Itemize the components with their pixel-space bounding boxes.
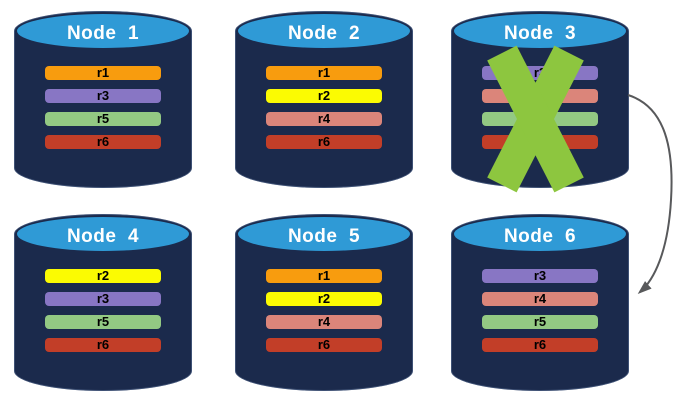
cylinder-top-ellipse — [17, 14, 189, 48]
failure-x-icon — [487, 45, 585, 193]
replica-bar: r2 — [266, 292, 382, 306]
node-title: Node 6 — [503, 226, 577, 247]
replica-bar: r5 — [482, 315, 598, 329]
replica-bar: r1 — [266, 66, 382, 80]
replica-bar: r3 — [45, 292, 161, 306]
replica-list: r3 r4 r5 r6 — [482, 269, 598, 352]
replica-bar: r6 — [45, 338, 161, 352]
node-title: Node 4 — [66, 226, 140, 247]
replica-bar: r5 — [45, 315, 161, 329]
replica-bar: r3 — [45, 89, 161, 103]
node-title: Node 1 — [66, 23, 140, 44]
replica-list: r2 r3 r5 r6 — [45, 269, 161, 352]
replica-bar: r4 — [266, 112, 382, 126]
cylinder-top-ellipse — [454, 217, 626, 251]
cylinder-top-ellipse — [454, 14, 626, 48]
replica-bar: r1 — [266, 269, 382, 283]
replica-bar: r6 — [45, 135, 161, 149]
arrow-curve — [627, 94, 673, 294]
node-4-cylinder: Node 4 r2 r3 r5 r6 — [14, 214, 192, 391]
replica-bar: r4 — [266, 315, 382, 329]
replica-bar: r1 — [45, 66, 161, 80]
replica-bar: r6 — [482, 338, 598, 352]
replica-bar: r5 — [45, 112, 161, 126]
node-6-cylinder: Node 6 r3 r4 r5 r6 — [451, 214, 629, 391]
cylinder-top-ellipse — [17, 217, 189, 251]
replica-bar: r3 — [482, 269, 598, 283]
node-title: Node 2 — [287, 23, 361, 44]
node-5-cylinder: Node 5 r1 r2 r4 r6 — [235, 214, 413, 391]
replica-bar: r6 — [266, 135, 382, 149]
replica-list: r1 r2 r4 r6 — [266, 269, 382, 352]
replica-bar: r2 — [45, 269, 161, 283]
node-2-cylinder: Node 2 r1 r2 r4 r6 — [235, 11, 413, 188]
replica-bar: r6 — [266, 338, 382, 352]
replica-bar: r2 — [266, 89, 382, 103]
replica-bar: r4 — [482, 292, 598, 306]
cylinder-top-ellipse — [238, 14, 410, 48]
replica-list: r1 r3 r5 r6 — [45, 66, 161, 149]
node-1-cylinder: Node 1 r1 r3 r5 r6 — [14, 11, 192, 188]
replica-list: r1 r2 r4 r6 — [266, 66, 382, 149]
node-title: Node 3 — [503, 23, 577, 44]
cylinder-top-ellipse — [238, 217, 410, 251]
node-3-cylinder: Node 3 r3 r4 r5 r6 — [451, 11, 629, 193]
node-title: Node 5 — [287, 226, 361, 247]
